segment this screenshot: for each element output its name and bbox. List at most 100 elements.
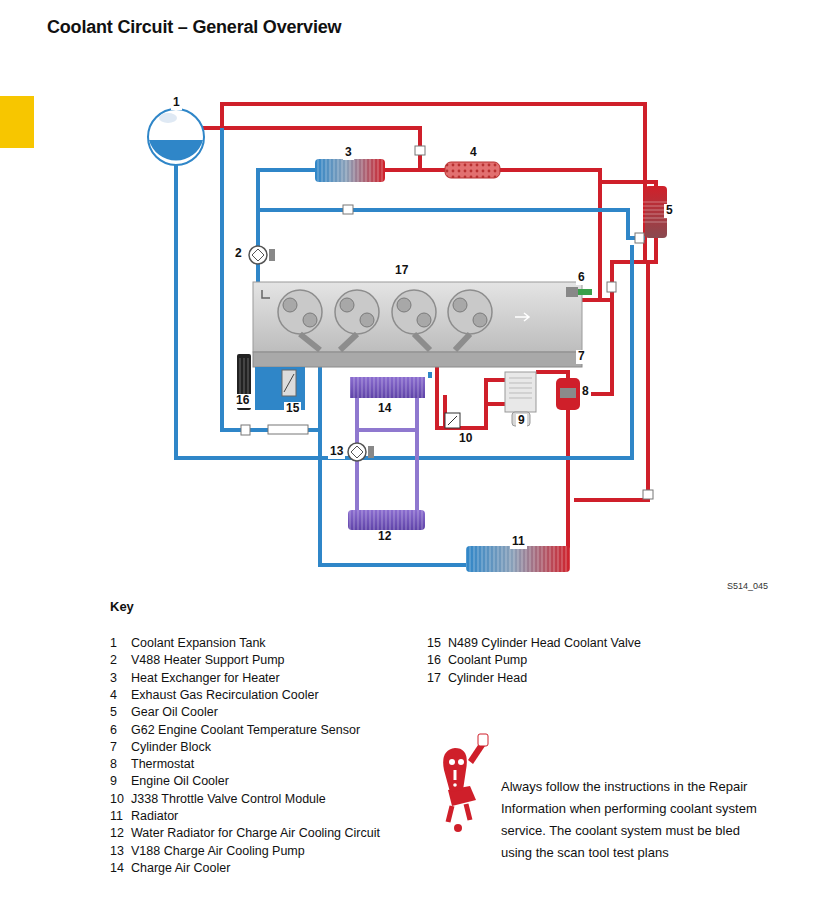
heater-exchanger (315, 159, 385, 182)
callout-number: 10 (457, 432, 474, 446)
key-number: 1 (110, 636, 117, 650)
warning-figure (443, 734, 488, 832)
engine-oil-cooler (509, 378, 532, 398)
key-number: 9 (110, 774, 117, 788)
throttle-valve-module (445, 413, 460, 428)
charge-air-pump (368, 446, 374, 458)
cylinder-head (300, 334, 470, 350)
charge-air-radiator (348, 510, 425, 530)
cylinder-block (253, 352, 582, 367)
charge-air-pump (351, 446, 363, 458)
charge-air-radiator (348, 510, 425, 530)
check-valve (643, 490, 653, 499)
charge-air-radiator (348, 510, 425, 530)
gear-oil-cooler (630, 201, 682, 223)
key-number: 7 (110, 740, 117, 754)
callout-number: 15 (284, 402, 301, 416)
key-text: Engine Oil Cooler (131, 774, 229, 788)
warning-figure (454, 824, 462, 832)
hot-pipe (566, 410, 570, 560)
key-text: V188 Charge Air Cooling Pump (131, 844, 305, 858)
check-valve (415, 146, 425, 155)
charge-air-cooler (350, 377, 425, 398)
radiator (466, 546, 570, 572)
key-text: Water Radiator for Charge Air Cooling Ci… (131, 826, 380, 840)
key-number: 12 (110, 826, 124, 840)
key-text: Cylinder Block (131, 740, 211, 754)
throttle-valve-module (448, 416, 457, 425)
key-text: Gear Oil Cooler (131, 705, 218, 719)
valve-gear (360, 313, 374, 327)
cold-pipe (258, 210, 645, 238)
charge-air-pipe (357, 428, 417, 432)
temperature-sensor (578, 289, 592, 295)
thermostat (556, 378, 580, 410)
check-valve (241, 146, 653, 499)
page-tab (0, 96, 34, 148)
valve-gear (473, 313, 487, 327)
cold-pipe (428, 372, 432, 378)
cylinder-head (262, 290, 270, 298)
key-text: V488 Heater Support Pump (131, 653, 285, 667)
charge-air-pump (348, 443, 374, 461)
cylinder-head (253, 282, 582, 352)
key-number: 6 (110, 723, 117, 737)
callout-number: 7 (576, 350, 587, 364)
egr-cooler (445, 162, 500, 178)
engine-oil-cooler (505, 372, 536, 412)
key-number: 16 (427, 653, 441, 667)
check-valve (635, 233, 644, 243)
callout-number: 5 (664, 204, 675, 218)
thermostat (556, 378, 580, 410)
key-text: Radiator (131, 809, 178, 823)
check-valve (343, 205, 353, 214)
hot-pipe (486, 402, 505, 406)
key-text: Coolant Expansion Tank (131, 636, 266, 650)
head-coolant-valve (284, 374, 294, 392)
heater-exchanger (315, 159, 385, 182)
key-text: Cylinder Head (448, 671, 527, 685)
callout-number: 11 (510, 535, 527, 549)
key-number: 11 (110, 809, 123, 823)
cold-pipe (176, 128, 645, 565)
throttle-valve-module (445, 413, 460, 428)
callout-number: 16 (234, 394, 251, 408)
thermostat (560, 388, 576, 398)
valve-gear (417, 313, 431, 327)
cold-pipe (258, 170, 315, 282)
head-coolant-valve (282, 370, 296, 396)
callout-number: 14 (376, 402, 393, 416)
key-number: 13 (110, 844, 124, 858)
callout-number: 12 (376, 530, 393, 544)
radiator (466, 546, 570, 572)
key-text: J338 Throttle Valve Control Module (131, 792, 326, 806)
key-number: 4 (110, 688, 117, 702)
head-coolant-valve (282, 370, 296, 396)
key-number: 10 (110, 792, 124, 806)
expansion-tank (149, 140, 203, 161)
valve-gear (340, 298, 354, 312)
valve-gear (283, 298, 487, 327)
callout-number: 17 (393, 264, 410, 278)
warning-figure (458, 759, 464, 765)
camshaft (392, 290, 436, 334)
callout-number: 2 (233, 247, 244, 261)
callout-number: 1 (171, 96, 182, 110)
heater-exchanger (315, 159, 385, 182)
hot-pipe (437, 367, 505, 428)
heater-pump (249, 246, 275, 264)
heater-pump (269, 249, 275, 261)
hot-pipe (600, 182, 656, 186)
service-note: Always follow the instructions in the Re… (501, 776, 771, 864)
callout-number: 8 (580, 385, 591, 399)
key-text: Exhaust Gas Recirculation Cooler (131, 688, 319, 702)
warning-figure (448, 804, 470, 822)
egr-cooler (445, 162, 500, 178)
cylinder-block (253, 352, 582, 367)
check-valve (607, 282, 616, 292)
key-text: Thermostat (131, 757, 194, 771)
hot-pipe (203, 104, 645, 302)
cylinder-head (515, 313, 529, 321)
key-text: G62 Engine Coolant Temperature Sensor (131, 723, 360, 737)
